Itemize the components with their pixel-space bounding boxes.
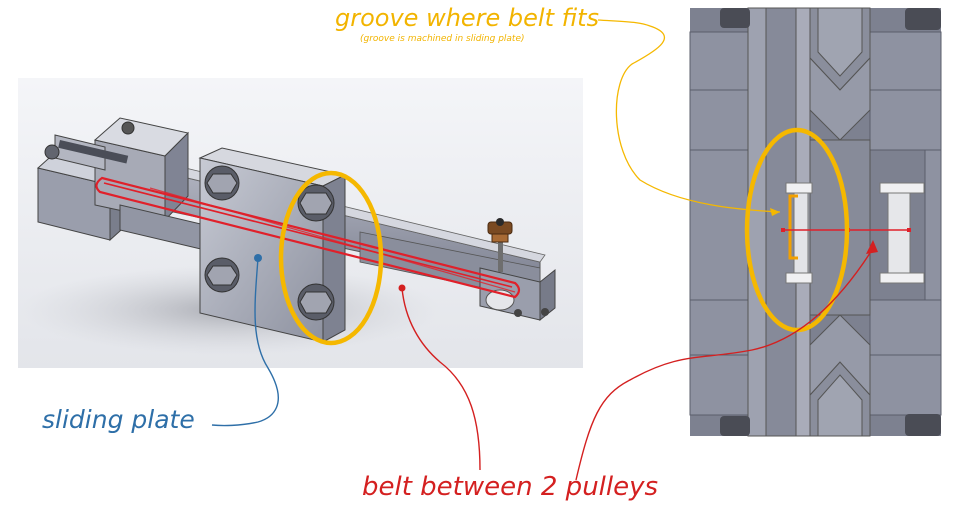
section-view (689, 7, 942, 437)
roller-bolt-bottom-right (297, 283, 335, 321)
groove-callout-arrow (770, 208, 780, 216)
section-pulley-right (879, 182, 925, 284)
sliding-plate-label: sliding plate (42, 405, 195, 434)
section-roller-top (809, 7, 871, 141)
section-roller-bottom (809, 314, 871, 437)
roller-cap-br (905, 414, 941, 436)
roller-bolt-top-right (297, 184, 335, 222)
section-shaft-left (747, 7, 767, 437)
highlight-ellipse-pulleys (278, 170, 384, 346)
belt-outline (95, 176, 521, 299)
section-pulley-left (785, 182, 813, 284)
groove-callout-line (597, 19, 781, 213)
groove-note-label: (groove is machined in sliding plate) (360, 34, 525, 44)
belt-callout-line-left (401, 287, 481, 471)
cad-render-view (18, 78, 583, 368)
belt-label: belt between 2 pulleys (362, 472, 659, 502)
roller-cap-tr (905, 8, 941, 30)
belt-callout-line-right (575, 249, 873, 481)
highlight-ellipse-groove (744, 127, 850, 333)
roller-cap-tl (720, 8, 750, 28)
belt-callout-arrow (866, 240, 878, 254)
sliding-plate-callout-line (211, 257, 279, 427)
sliding-plate-part (198, 147, 347, 343)
right-end-block (479, 267, 556, 322)
section-center-body (809, 139, 871, 316)
groove-label: groove where belt fits (335, 4, 600, 32)
roller-bolt-top-left (204, 165, 240, 201)
roller-cap-bl (720, 416, 750, 436)
roller-bolt-bottom-left (204, 257, 240, 293)
left-end-block (36, 117, 206, 251)
thumb-screw (487, 218, 513, 272)
groove-bracket (788, 194, 798, 260)
